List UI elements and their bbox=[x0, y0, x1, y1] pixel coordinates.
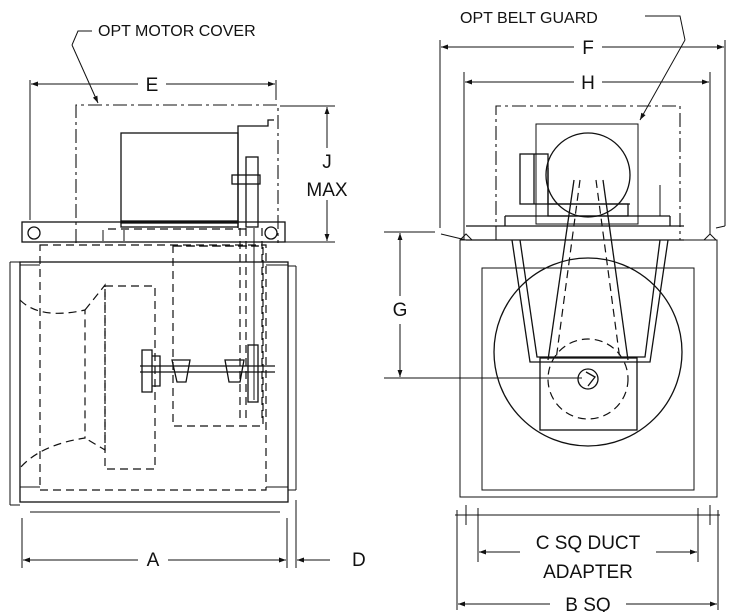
bearing-1 bbox=[171, 359, 191, 383]
bearing-2 bbox=[224, 359, 245, 383]
side-view bbox=[9, 104, 297, 506]
label-max: MAX bbox=[306, 180, 348, 201]
hub-left bbox=[141, 349, 153, 393]
shaft-collar bbox=[231, 174, 261, 185]
belt-right-a bbox=[602, 179, 629, 361]
bearing-housing-hidden bbox=[172, 245, 264, 427]
lower-pulley bbox=[247, 344, 259, 403]
label-f: F bbox=[582, 38, 594, 59]
fan-wheel bbox=[493, 257, 683, 447]
label-b: B SQ bbox=[565, 595, 610, 612]
bolt-right bbox=[264, 226, 278, 240]
label-opt-belt-guard: OPT BELT GUARD bbox=[460, 10, 598, 27]
label-e: E bbox=[146, 75, 159, 96]
label-opt-motor-cover: OPT MOTOR COVER bbox=[98, 23, 256, 40]
belt-guard-outline bbox=[495, 105, 681, 240]
motor-pulley-circle bbox=[545, 132, 631, 218]
hub-hidden bbox=[547, 338, 629, 420]
side-view-dimensions: E OPT MOTOR COVER J MAX A D bbox=[21, 23, 366, 572]
label-h: H bbox=[581, 73, 595, 94]
label-c-line2: ADAPTER bbox=[543, 562, 633, 583]
motor bbox=[120, 132, 239, 224]
belt-left-a bbox=[547, 179, 575, 361]
wheel-hidden bbox=[104, 285, 156, 470]
label-g: G bbox=[393, 300, 408, 321]
leader-motor-cover bbox=[71, 30, 92, 46]
upper-pulley bbox=[245, 156, 259, 228]
bolt-left bbox=[27, 226, 41, 240]
front-view bbox=[440, 105, 726, 498]
front-view-dimensions: OPT BELT GUARD F H G C SQ DUCT ADAPTER bbox=[384, 10, 726, 612]
guard-inner bbox=[535, 123, 639, 225]
label-d: D bbox=[352, 550, 366, 571]
label-a: A bbox=[147, 550, 160, 571]
belt-upper bbox=[237, 119, 274, 228]
label-j: J bbox=[322, 152, 332, 173]
belt-guard-taper bbox=[511, 239, 669, 363]
fan-housing bbox=[19, 261, 289, 503]
mounting-plate bbox=[21, 221, 286, 243]
hub-center bbox=[577, 368, 599, 390]
front-housing bbox=[459, 239, 718, 498]
label-c-line1: C SQ DUCT bbox=[536, 533, 641, 554]
motor-cover-outline bbox=[75, 104, 279, 243]
inner-housing-hidden bbox=[39, 244, 267, 491]
leader-belt-guard bbox=[645, 15, 686, 41]
